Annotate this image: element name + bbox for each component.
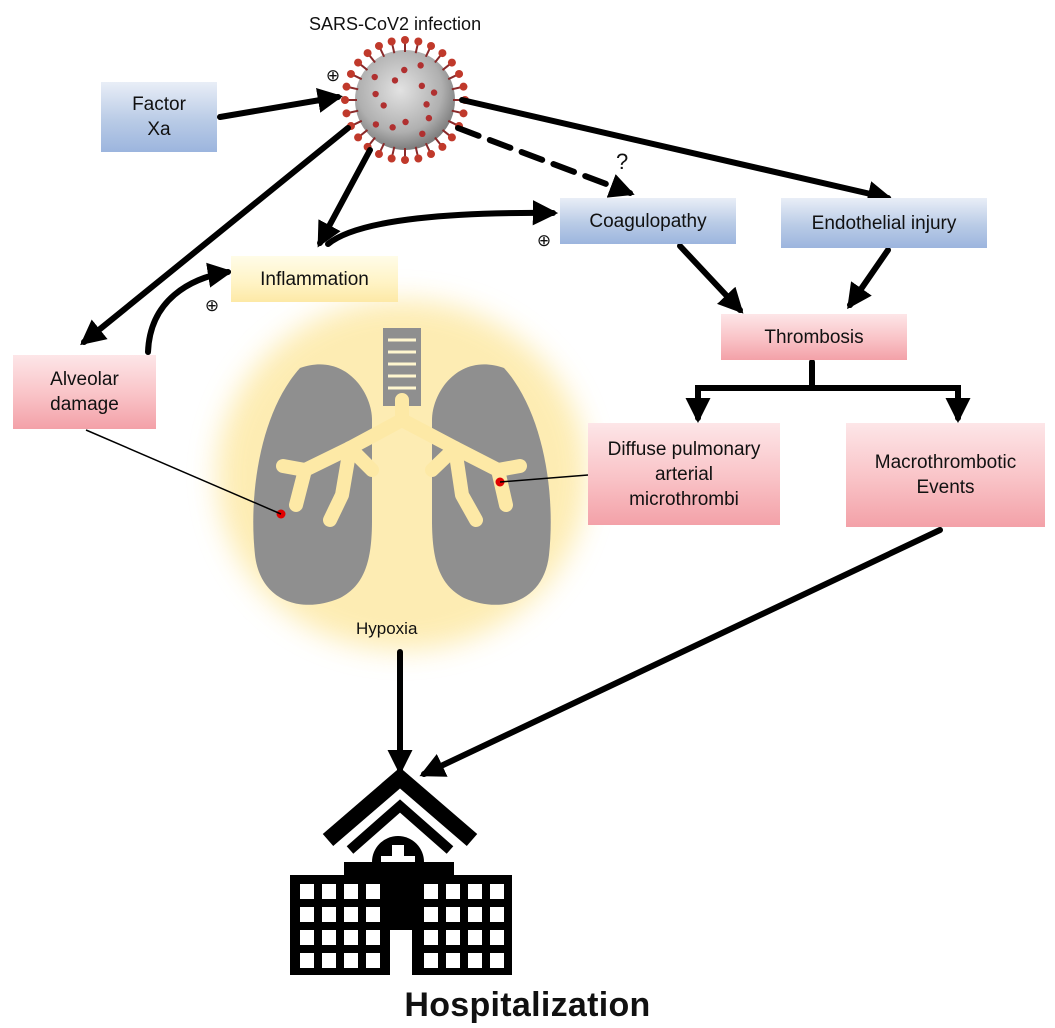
arrow-endothelial-to-thrombosis	[847, 247, 891, 310]
coagulopathy-box: Coagulopathy	[560, 198, 736, 244]
leader-lines	[85, 429, 589, 515]
hospital-icon	[290, 767, 512, 975]
diffuse-microthrombi-box: Diffuse pulmonary arterial microthrombi	[588, 423, 780, 525]
arrow-virus-to-coagulopathy	[455, 125, 635, 198]
arrow-thrombosis-to-macrothrombotic	[809, 385, 971, 424]
macrothrombotic-events-box: Macrothrombotic Events	[846, 423, 1045, 527]
question-mark-label: ?	[616, 149, 629, 174]
virus-icon	[341, 36, 469, 164]
plus-sign-virus: ⊕	[325, 66, 341, 85]
arrows	[80, 87, 971, 777]
alveolar-damage-box: Alveolar damage	[13, 355, 156, 429]
factor-xa-box: Factor Xa	[101, 82, 217, 152]
lungs-icon	[217, 300, 587, 650]
arrow-alveolar-to-inflammation	[145, 262, 233, 355]
thrombosis-box: Thrombosis	[721, 314, 907, 360]
hypoxia-label: Hypoxia	[356, 619, 418, 638]
arrow-thrombosis-to-microthrombi	[685, 359, 815, 424]
arrow-virus-to-inflammation	[317, 147, 373, 248]
hospitalization-label: Hospitalization	[404, 986, 651, 1024]
plus-sign-coagulopathy: ⊕	[536, 231, 552, 250]
infection-label: SARS-CoV2 infection	[309, 14, 482, 34]
inflammation-box: Inflammation	[231, 256, 398, 302]
arrow-coagulopathy-to-thrombosis	[677, 243, 744, 314]
arrow-factorxa-to-virus	[217, 87, 343, 120]
arrow-inflammation-to-coagulopathy	[325, 200, 559, 247]
arrow-macrothrombotic-to-hospital	[419, 527, 943, 777]
plus-sign-inflammation: ⊕	[204, 296, 220, 315]
arrow-virus-to-alveolar	[80, 125, 351, 346]
arrow-virus-to-endothelial	[459, 97, 893, 206]
endothelial-injury-box: Endothelial injury	[781, 198, 987, 248]
